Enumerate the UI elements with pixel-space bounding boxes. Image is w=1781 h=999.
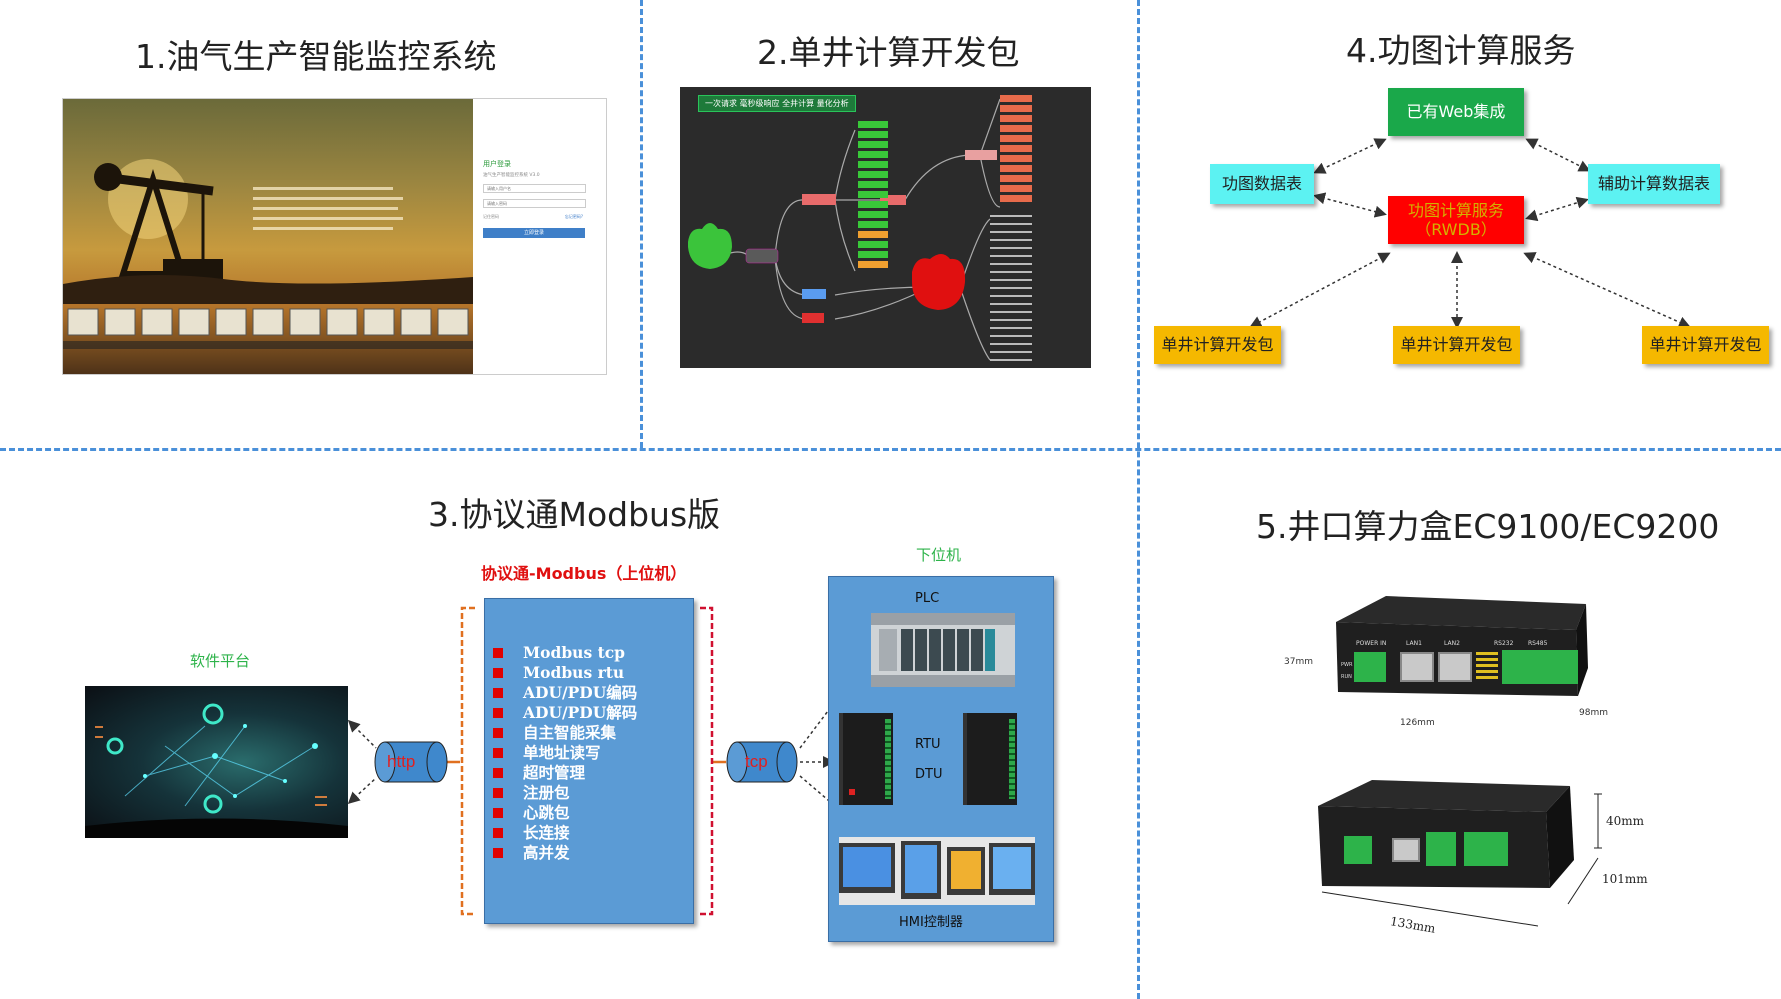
ec9100-port-rs232: RS232 bbox=[1494, 640, 1514, 647]
hmi-label: HMI控制器 bbox=[899, 915, 963, 930]
plc-label: PLC bbox=[915, 591, 940, 606]
ec9100-width: 126mm bbox=[1400, 718, 1435, 728]
lower-device-label: 下位机 bbox=[916, 546, 962, 564]
rtu-image-left bbox=[839, 713, 893, 805]
hmi-image bbox=[839, 837, 1035, 905]
dynamometer-service-box: 功图计算服务 （RWDB） bbox=[1388, 196, 1524, 244]
rtu-image-right bbox=[963, 713, 1017, 805]
tcp-label: tcp bbox=[745, 752, 768, 771]
password-input[interactable] bbox=[483, 199, 586, 208]
feature-item: 长连接 bbox=[493, 823, 637, 843]
mindmap-screenshot: 一次请求 毫秒级响应 全井计算 量化分析 bbox=[680, 87, 1091, 368]
feature-item: 注册包 bbox=[493, 783, 637, 803]
monitor-system-screenshot: 用户登录 油气生产智能监控系统 V3.0 记住密码 忘记密码? 立即登录 bbox=[62, 98, 607, 375]
panel1-title: 1.油气生产智能监控系统 bbox=[135, 37, 497, 76]
mindmap-banner: 一次请求 毫秒级响应 全井计算 量化分析 bbox=[698, 95, 856, 112]
panel2-title: 2.单井计算开发包 bbox=[757, 33, 1020, 72]
feature-item: 高并发 bbox=[493, 843, 637, 863]
login-subtitle: 油气生产智能监控系统 V3.0 bbox=[483, 173, 540, 178]
mindmap-diagram bbox=[688, 95, 1032, 361]
sdk-box-center: 单井计算开发包 bbox=[1393, 326, 1520, 364]
control-room-image bbox=[85, 686, 348, 838]
feature-item: Modbus tcp bbox=[493, 643, 637, 663]
ec9100-height: 37mm bbox=[1284, 657, 1313, 667]
dtu-label: DTU bbox=[915, 767, 943, 782]
plc-image bbox=[871, 613, 1015, 687]
feature-item: 自主智能采集 bbox=[493, 723, 637, 743]
protocol-title: 协议通-Modbus（上位机） bbox=[481, 564, 687, 583]
feature-item: Modbus rtu bbox=[493, 663, 637, 683]
ec9200-depth: 101mm bbox=[1602, 872, 1648, 886]
ec9100-device: POWER IN LAN1 LAN2 RS232 RS485 PWR RUN bbox=[1316, 592, 1592, 712]
divider-v-left bbox=[640, 0, 643, 448]
ec9100-depth: 98mm bbox=[1579, 708, 1608, 718]
ec9200-device bbox=[1314, 776, 1594, 896]
username-input[interactable] bbox=[483, 184, 586, 193]
service-db: （RWDB） bbox=[1415, 220, 1497, 239]
dynamometer-table-box: 功图数据表 bbox=[1210, 164, 1314, 204]
service-name: 功图计算服务 bbox=[1407, 200, 1504, 220]
panel4-title: 4.功图计算服务 bbox=[1346, 31, 1576, 70]
feature-item: ADU/PDU编码 bbox=[493, 683, 637, 703]
panel3-title: 3.协议通Modbus版 bbox=[428, 495, 721, 534]
feature-item: 心跳包 bbox=[493, 803, 637, 823]
oilfield-photo bbox=[63, 99, 473, 374]
login-panel: 用户登录 油气生产智能监控系统 V3.0 记住密码 忘记密码? 立即登录 bbox=[483, 159, 588, 238]
feature-item: 单地址读写 bbox=[493, 743, 637, 763]
ec9100-side-run: RUN bbox=[1341, 674, 1352, 680]
remember-label[interactable]: 记住密码 bbox=[483, 214, 499, 219]
ec9100-side-pwr: PWR bbox=[1341, 662, 1353, 668]
login-heading: 用户登录 bbox=[483, 160, 511, 168]
http-label: http bbox=[387, 752, 416, 771]
ec9200-width: 133mm bbox=[1389, 914, 1437, 936]
ec9100-port-lan2: LAN2 bbox=[1444, 640, 1460, 647]
pumpjack-icon bbox=[63, 159, 473, 349]
sdk-box-right: 单井计算开发包 bbox=[1642, 326, 1769, 364]
divider-v-right bbox=[1137, 0, 1140, 999]
ec9200-height: 40mm bbox=[1606, 814, 1645, 828]
divider-h bbox=[0, 448, 1781, 451]
aux-calc-table-box: 辅助计算数据表 bbox=[1588, 164, 1720, 204]
login-button[interactable]: 立即登录 bbox=[483, 228, 585, 238]
feature-item: ADU/PDU解码 bbox=[493, 703, 637, 723]
software-platform-label: 软件平台 bbox=[190, 652, 251, 670]
forgot-link[interactable]: 忘记密码? bbox=[564, 214, 583, 219]
device-box: PLC RTU DTU HMI控制器 bbox=[828, 576, 1054, 942]
rtu-label: RTU bbox=[915, 737, 941, 752]
ec9100-port-rs485: RS485 bbox=[1528, 640, 1548, 647]
feature-item: 超时管理 bbox=[493, 763, 637, 783]
panel5-title: 5.井口算力盒EC9100/EC9200 bbox=[1256, 507, 1720, 546]
ec9100-port-lan1: LAN1 bbox=[1406, 640, 1422, 647]
ec9100-port-power: POWER IN bbox=[1356, 640, 1387, 647]
web-integration-box: 已有Web集成 bbox=[1388, 88, 1524, 136]
sdk-box-left: 单井计算开发包 bbox=[1154, 326, 1281, 364]
